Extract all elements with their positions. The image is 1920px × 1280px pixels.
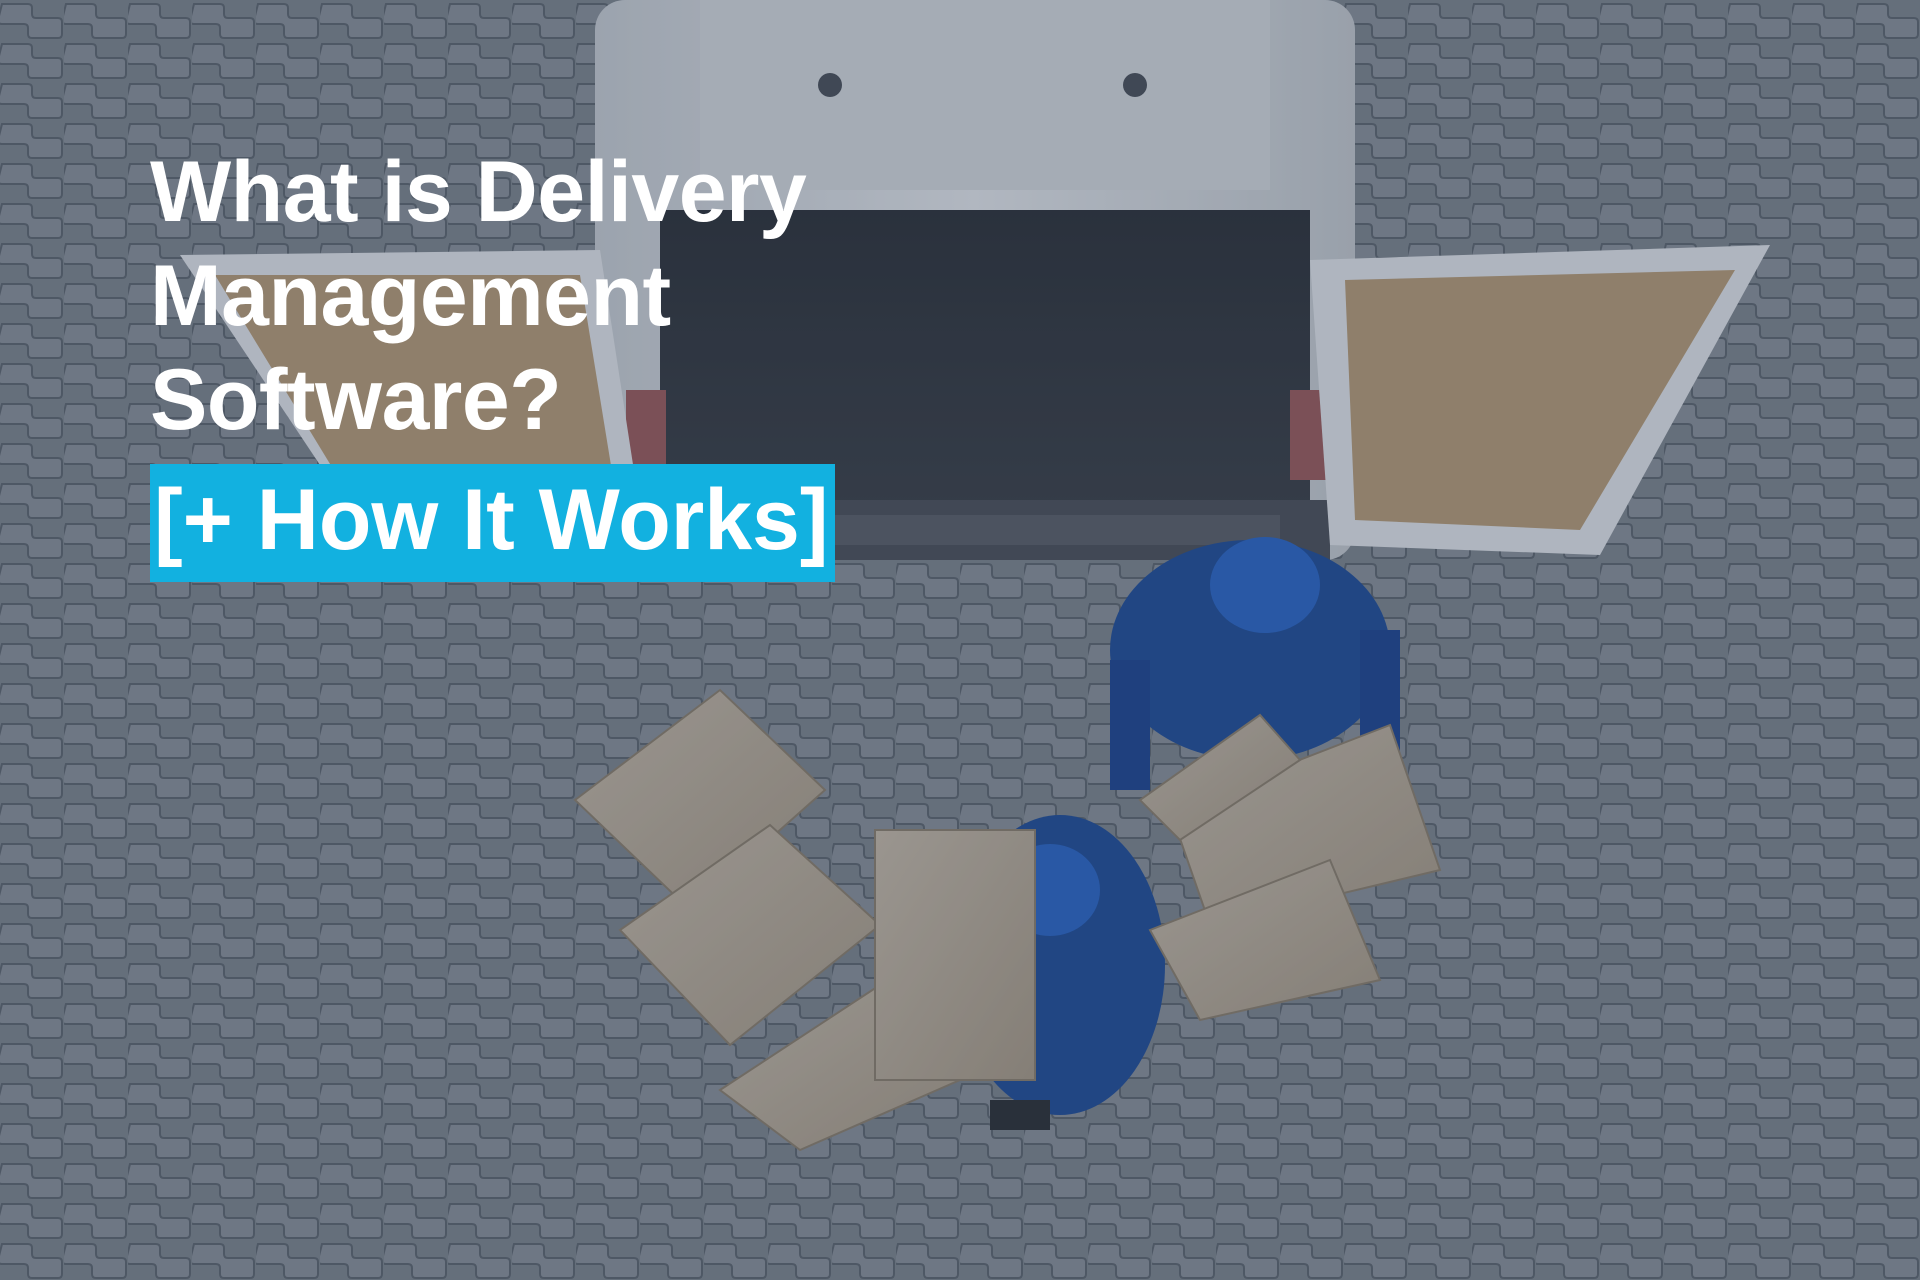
headline-line-2: Management [150,248,671,344]
cardboard-boxes [573,688,1442,1152]
worker-right [1110,537,1400,790]
headline-line-1: What is Delivery [150,144,807,240]
headline: What is Delivery Management Software? [+… [150,140,1050,582]
van [180,0,1770,560]
headline-line-3: Software? [150,352,562,448]
headline-highlight: [+ How It Works] [150,464,835,582]
